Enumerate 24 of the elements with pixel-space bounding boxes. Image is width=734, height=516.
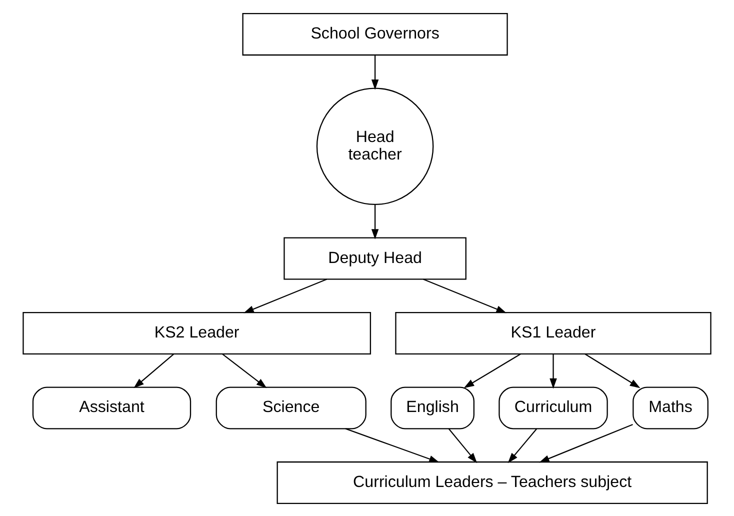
arrow (134, 353, 174, 388)
arrow (584, 353, 640, 388)
arrow (448, 428, 478, 463)
arrow (371, 54, 379, 90)
node-box: Assistant (32, 386, 192, 429)
node-box: KS1 Leader (395, 311, 712, 354)
arrow (243, 278, 328, 313)
node-box: School Governors (242, 12, 508, 56)
arrow (423, 278, 507, 313)
node-box: English (390, 386, 474, 429)
arrow (508, 428, 538, 463)
node-box: Deputy Head (284, 236, 466, 280)
node-box: Science (216, 386, 366, 429)
arrow (371, 204, 379, 239)
node-box: KS2 Leader (22, 311, 372, 354)
node-box: Curriculum Leaders – Teachers subject (276, 460, 708, 504)
arrow (464, 353, 521, 388)
node-circle: Head teacher (316, 87, 434, 205)
arrow (345, 428, 440, 462)
node-box: Curriculum (498, 386, 608, 429)
arrow (222, 353, 267, 388)
arrow (538, 423, 633, 462)
node-box: Maths (632, 386, 708, 429)
arrow (550, 354, 557, 388)
